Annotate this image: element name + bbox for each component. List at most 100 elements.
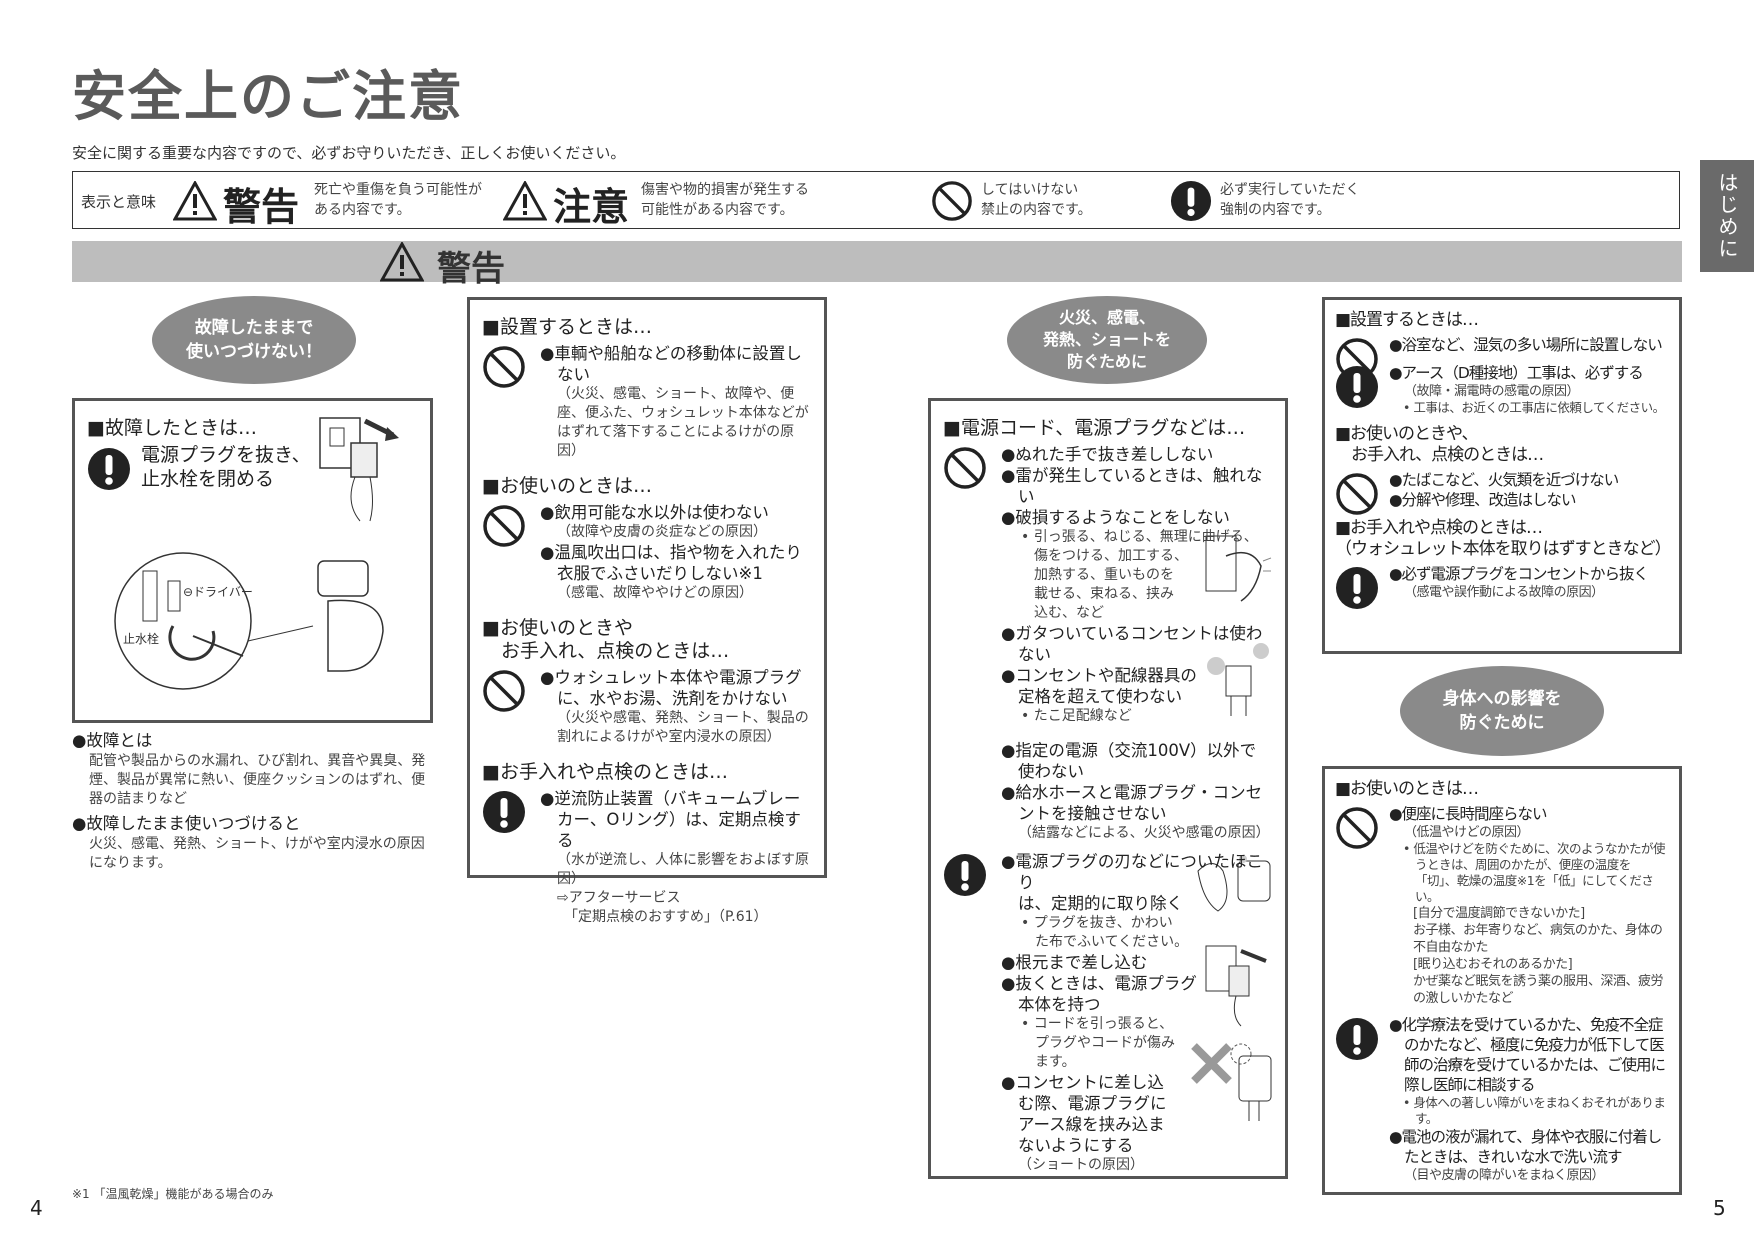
warning-box-installation-use: ■設置するときは… ●車輌や船舶などの移動体に設置しない（火災、感電、ショート、故…	[467, 297, 827, 925]
warning-box-body-effects: ■お使いのときは… ●便座に長時間座らない（低温やけどの原因）• 低温やけどを防ぐ…	[1322, 766, 1682, 1195]
instruction-item: ●温風吹出口は、指や物を入れたり衣服でふさいだりしない※1	[540, 543, 802, 583]
instruction-item: ●指定の電源（交流100V）以外で使わない	[1001, 741, 1257, 781]
instruction-note: （火災、感電、ショート、故障や、便座、便ふた、ウォシュレット本体などがはずれて落…	[557, 386, 809, 459]
legend-mandatory-desc: 必ず実行していただく 強制の内容です。	[1220, 182, 1360, 218]
instruction-note: • 引っ張る、ねじる、無理に曲げる、	[1021, 529, 1258, 545]
prohibited-icon	[482, 669, 526, 713]
instruction-note: • プラグを抜き、かわい た布でふいてください。	[1021, 915, 1189, 950]
instruction-note: • たこ足配線など	[1021, 708, 1132, 724]
section-heading: ■お手入れや点検のときは… （ウォシュレット本体を取りはずすときなど）	[1335, 518, 1672, 559]
warning-box-power-cord: ■電源コード、電源プラグなどは… ●ぬれた手で抜き差ししない ●雷が発生しているとき…	[928, 398, 1288, 1179]
callout-oval: 故障したままで 使いつづけない！	[152, 296, 356, 384]
legend-warning-word: 警告	[223, 185, 300, 229]
instruction-item: ●破損するようなことをしない	[1001, 508, 1230, 527]
instruction-note: （結露などによる、火災や感電の原因）	[1018, 825, 1270, 841]
right-column: ■設置するときは… ●浴室など、湿気の多い場所に設置しない ●アース（D種接地）工事…	[1322, 297, 1682, 1195]
instruction-group: ●ウォシュレット本体や電源プラグに、水やお湯、洗剤をかけない（火災や感電、発熱、…	[482, 667, 814, 747]
toilet-valve-illustration: ⊖ドライバー 止水栓	[114, 552, 384, 690]
intro-text: 安全に関する重要な内容ですので、必ずお守りいただき、正しくお使いください。	[72, 144, 626, 162]
prohibited-icon	[482, 504, 526, 548]
warning-banner-title: 警告	[437, 249, 505, 289]
instruction-note: • 身体への著しい障がいをまねくおそれがあります。	[1403, 1095, 1666, 1126]
instruction-item: ●化学療法を受けているかた、免疫不全症のかたなど、極度に免疫力が低下して医師の治…	[1389, 1016, 1666, 1094]
instruction-note: （故障・漏電時の感電の原因）	[1404, 384, 1580, 399]
instruction-item: ●コンセントや配線器具の 定格を超えて使わない	[1001, 666, 1197, 706]
mandatory-exclamation-icon	[87, 447, 131, 491]
instruction-item: ●電源プラグの刃などについたほこり は、定期的に取り除く	[1001, 852, 1263, 913]
malfunction-notes: ●故障とは 配管や製品からの水漏れ、ひび割れ、異音や異臭、発煙、製品が異常に熱い…	[72, 730, 437, 873]
section-heading: ■お使いのときや お手入れ、点検のときは…	[482, 617, 730, 662]
instruction-note: （感電や誤作動による故障の原因）	[1404, 585, 1604, 600]
malfunction-action: 電源プラグを抜き、 止水栓を閉める	[141, 444, 311, 490]
instruction-group: ●浴室など、湿気の多い場所に設置しない	[1335, 335, 1671, 355]
wet-hand-plug-illustration	[1205, 535, 1272, 602]
section-heading: ■設置するときは…	[482, 316, 652, 338]
instruction-item: ●ぬれた手で抜き差ししない	[1001, 445, 1214, 464]
note-heading: ●故障したまま使いつづけると	[72, 814, 301, 833]
section-heading: ■故障したときは…	[87, 417, 257, 439]
legend-prohibit-desc: してはいけない 禁止の内容です。	[981, 182, 1092, 218]
instruction-note: （故障や皮膚の炎症などの原因）	[557, 524, 767, 540]
instruction-group: ●車輌や船舶などの移動体に設置しない（火災、感電、ショート、故障や、便座、便ふた…	[482, 343, 814, 461]
instruction-group: ●逆流防止装置（バキュームブレーカー、Oリング）は、定期点検する（水が逆流し、人…	[482, 788, 814, 927]
plug-outlet-illustration	[319, 417, 399, 522]
instruction-note: 傷をつける、加工する、 加熱する、重いものを 載せる、束ねる、挟み 込む、など	[1034, 548, 1188, 621]
driver-label: ⊖ドライバー	[183, 585, 253, 599]
instruction-group: ●電源プラグの刃などについたほこり は、定期的に取り除く• プラグを抜き、かわい…	[943, 851, 1275, 1175]
instruction-item: ●飲用可能な水以外は使わない	[540, 503, 769, 522]
footnote: ※1 「温風乾燥」機能がある場合のみ	[72, 1187, 274, 1201]
page-number-left: 4	[30, 1196, 43, 1220]
section-heading: ■電源コード、電源プラグなどは…	[943, 417, 1246, 439]
warning-banner: 警告	[72, 241, 1682, 289]
instruction-group: ●アース（D種接地）工事は、必ずする （故障・漏電時の感電の原因）• 工事は、お近…	[1335, 363, 1671, 416]
mandatory-exclamation-icon	[1170, 180, 1212, 222]
instruction-note: ⇨アフターサービス	[557, 890, 681, 906]
instruction-item: ●アース（D種接地）工事は、必ずする	[1389, 364, 1644, 382]
prohibited-icon	[943, 446, 987, 490]
instruction-note: （感電、故障ややけどの原因）	[557, 585, 753, 601]
mandatory-exclamation-icon	[1335, 365, 1379, 409]
instruction-item: ●浴室など、湿気の多い場所に設置しない	[1389, 336, 1663, 354]
legend-caution-desc: 傷害や物的損害が発生する 可能性がある内容です。	[641, 182, 809, 218]
instruction-note: • コードを引っ張ると、 プラグやコードが傷み ます。	[1021, 1016, 1175, 1070]
instruction-group: ●飲用可能な水以外は使わない （故障や皮膚の炎症などの原因） ●温風吹出口は、指や物…	[482, 502, 814, 603]
instruction-note: （低温やけどの原因）	[1404, 825, 1530, 840]
section-tab[interactable]: はじめに	[1700, 160, 1754, 272]
instruction-item: ●必ず電源プラグをコンセントから抜く	[1389, 565, 1649, 583]
mandatory-exclamation-icon	[943, 853, 987, 897]
instruction-item: ●ガタついているコンセントは使わない	[1001, 624, 1263, 664]
instruction-note: （火災や感電、発熱、ショート、製品の割れによるけがや室内浸水の原因）	[557, 710, 809, 745]
callout-oval: 火災、感電、 発熱、ショートを 防ぐために	[1007, 296, 1207, 384]
instruction-group: ●ぬれた手で抜き差ししない ●雷が発生しているときは、触れない ●破損するようなこと…	[943, 444, 1275, 843]
instruction-note: • 工事は、お近くの工事店に依頼してください。	[1403, 400, 1665, 415]
instruction-item: ●コンセントに差し込 む際、電源プラグに アース線を挟み込ま ないようにする	[1001, 1073, 1167, 1155]
ground-wire-warning-illustration	[1191, 1043, 1272, 1121]
section-heading: ■お使いのときや、 お手入れ、点検のときは…	[1335, 424, 1544, 465]
section-heading: ■お使いのときは…	[1335, 779, 1479, 799]
instruction-note: [自分で温度調節できないかた] お子様、お年寄りなど、病気のかた、身体の不自由な…	[1413, 906, 1664, 1006]
warning-triangle-icon	[173, 181, 217, 221]
instruction-group: ●化学療法を受けているかた、免疫不全症のかたなど、極度に免疫力が低下して医師の治…	[1335, 1015, 1671, 1184]
instruction-group: ●便座に長時間座らない（低温やけどの原因）• 低温やけどを防ぐために、次のような…	[1335, 804, 1671, 1007]
callout-oval: 身体への影響を 防ぐために	[1400, 666, 1604, 756]
instruction-item: ●雷が発生しているときは、触れない	[1001, 466, 1263, 506]
instruction-item: ●分解や修理、改造はしない	[1389, 491, 1577, 509]
note-body: 配管や製品からの水漏れ、ひび割れ、異音や異臭、発煙、製品が異常に熱い、便座クッシ…	[89, 753, 426, 807]
instruction-item: ●たばこなど、火気類を近づけない	[1389, 471, 1619, 489]
prohibited-icon	[1335, 806, 1379, 850]
section-heading: ■設置するときは…	[1335, 310, 1479, 330]
instruction-group: ●必ず電源プラグをコンセントから抜く （感電や誤作動による故障の原因）	[1335, 564, 1671, 601]
symbol-legend: 表示と意味 警告 死亡や重傷を負う可能性が ある内容です。 注意 傷害や物的損害…	[72, 171, 1680, 229]
instruction-item: ●電池の液が漏れて、身体や衣服に付着したときは、きれいな水で洗い流す	[1389, 1128, 1662, 1166]
instruction-item: ●車輌や船舶などの移動体に設置しない	[540, 344, 802, 384]
instruction-note: （目や皮膚の障がいをまねく原因）	[1404, 1168, 1605, 1183]
instruction-item: ●根元まで差し込む	[1001, 953, 1148, 972]
page-number-right: 5	[1713, 1196, 1726, 1220]
warning-triangle-icon	[380, 242, 424, 282]
malfunction-box: ■故障したときは… 電源プラグを抜き、 止水栓を閉める ⊖ドライバー 止水栓	[72, 398, 433, 723]
note-heading: ●故障とは	[72, 731, 153, 750]
prohibited-icon	[1335, 472, 1379, 516]
instruction-group: ●たばこなど、火気類を近づけない ●分解や修理、改造はしない	[1335, 470, 1671, 510]
instruction-item: ●逆流防止装置（バキュームブレーカー、Oリング）は、定期点検する	[540, 789, 801, 850]
legend-warning-desc: 死亡や重傷を負う可能性が ある内容です。	[314, 182, 482, 218]
